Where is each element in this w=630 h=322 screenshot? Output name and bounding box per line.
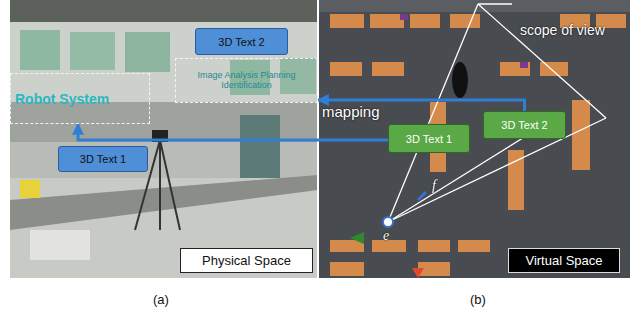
text-box: 3D Text 2 — [483, 111, 566, 139]
dashed-region: Robot System — [10, 73, 150, 124]
view-label: scope of view — [520, 22, 605, 38]
node-text: Physical Space — [202, 253, 291, 268]
panel-tag: Virtual Space — [508, 248, 620, 273]
node-text: Robot System — [15, 91, 109, 107]
node-text: Virtual Space — [525, 253, 602, 268]
dashed-region: Image Analysis Planning Identification — [175, 58, 318, 103]
text-box: 3D Text 1 — [58, 146, 148, 172]
point-label: e — [383, 228, 389, 244]
point-label: f — [432, 178, 436, 194]
panel-tag: Physical Space — [180, 248, 313, 273]
node-text: 3D Text 1 — [80, 153, 126, 165]
node-text: 3D Text 1 — [406, 133, 452, 145]
edge-note: mapping — [322, 103, 380, 120]
text-box: 3D Text 1 — [388, 124, 470, 153]
text-box: 3D Text 2 — [195, 28, 288, 55]
node-text: 3D Text 2 — [218, 36, 264, 48]
node-text: Image Analysis Planning Identification — [197, 71, 297, 91]
node-text: 3D Text 2 — [501, 119, 547, 131]
mapping-arrow — [78, 124, 388, 140]
subfigure-label: (a) — [153, 292, 169, 307]
subfigure-label: (b) — [470, 292, 486, 307]
